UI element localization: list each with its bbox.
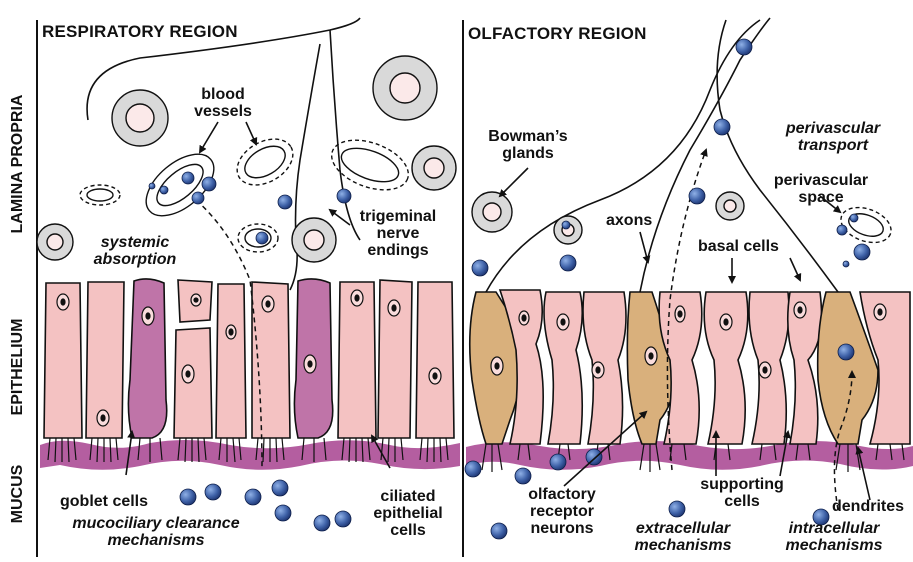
label-line: endings xyxy=(344,242,452,259)
label-line: Bowman’s xyxy=(480,128,576,145)
label-line: ciliated xyxy=(360,488,456,505)
ciliated-cell xyxy=(216,284,246,438)
label-line: olfactory xyxy=(512,486,612,503)
label-line: nerve xyxy=(344,225,452,242)
label-olfactory-receptor-neurons: olfactory receptor neurons xyxy=(512,486,612,537)
label-dendrites: dendrites xyxy=(832,498,904,515)
label-goblet-cells: goblet cells xyxy=(60,493,148,510)
label-line: cells xyxy=(360,522,456,539)
label-trigeminal-nerve-endings: trigeminal nerve endings xyxy=(344,208,452,259)
label-line: epithelial xyxy=(360,505,456,522)
label-perivascular-transport: perivascular transport xyxy=(778,120,888,154)
label-line: mechanisms xyxy=(614,537,752,554)
supporting-cell xyxy=(583,292,626,444)
gland-cluster xyxy=(554,216,582,244)
label-bowmans-glands: Bowman’s glands xyxy=(480,128,576,162)
goblet-cell xyxy=(128,279,166,438)
label-line: absorption xyxy=(80,251,190,268)
gland-cluster xyxy=(37,224,73,260)
label-line: supporting xyxy=(688,476,796,493)
label-line: cells xyxy=(688,493,796,510)
label-line: systemic xyxy=(80,234,190,251)
label-mucociliary-clearance: mucociliary clearance mechanisms xyxy=(36,515,276,549)
ciliated-cell xyxy=(416,282,454,438)
gland-cluster xyxy=(716,192,744,220)
label-line: vessels xyxy=(188,103,258,120)
ciliated-cell xyxy=(174,328,212,438)
label-line: perivascular xyxy=(756,172,886,189)
gland-cluster xyxy=(472,192,512,232)
label-line: mechanisms xyxy=(36,532,276,549)
label-line: mechanisms xyxy=(764,537,904,554)
label-intracellular-mechanisms: intracellular mechanisms xyxy=(764,520,904,554)
side-label-epithelium: EPITHELIUM xyxy=(9,312,29,422)
label-supporting-cells: supporting cells xyxy=(688,476,796,510)
gland-cluster xyxy=(112,90,168,146)
label-systemic-absorption: systemic absorption xyxy=(80,234,190,268)
label-line: mucociliary clearance xyxy=(36,515,276,532)
label-line: extracellular xyxy=(614,520,752,537)
label-line: intracellular xyxy=(764,520,904,537)
gland-cluster xyxy=(292,218,336,262)
olfactory-region-title: OLFACTORY REGION xyxy=(468,24,647,44)
side-label-lamina-propria: LAMINA PROPRIA xyxy=(9,89,29,239)
label-line: transport xyxy=(778,137,888,154)
label-line: trigeminal xyxy=(344,208,452,225)
label-line: space xyxy=(756,189,886,206)
label-line: blood xyxy=(188,86,258,103)
label-blood-vessels: blood vessels xyxy=(188,86,258,120)
side-label-mucus: MUCUS xyxy=(9,459,29,529)
label-line: neurons xyxy=(512,520,612,537)
gland-cluster xyxy=(412,146,456,190)
gland-cluster xyxy=(373,56,437,120)
label-extracellular-mechanisms: extracellular mechanisms xyxy=(614,520,752,554)
label-perivascular-space: perivascular space xyxy=(756,172,886,206)
respiratory-region-title: RESPIRATORY REGION xyxy=(42,22,238,42)
label-basal-cells: basal cells xyxy=(698,238,779,255)
label-ciliated-epithelial-cells: ciliated epithelial cells xyxy=(360,488,456,539)
label-line: receptor xyxy=(512,503,612,520)
label-axons: axons xyxy=(606,212,652,229)
label-line: glands xyxy=(480,145,576,162)
label-line: perivascular xyxy=(778,120,888,137)
